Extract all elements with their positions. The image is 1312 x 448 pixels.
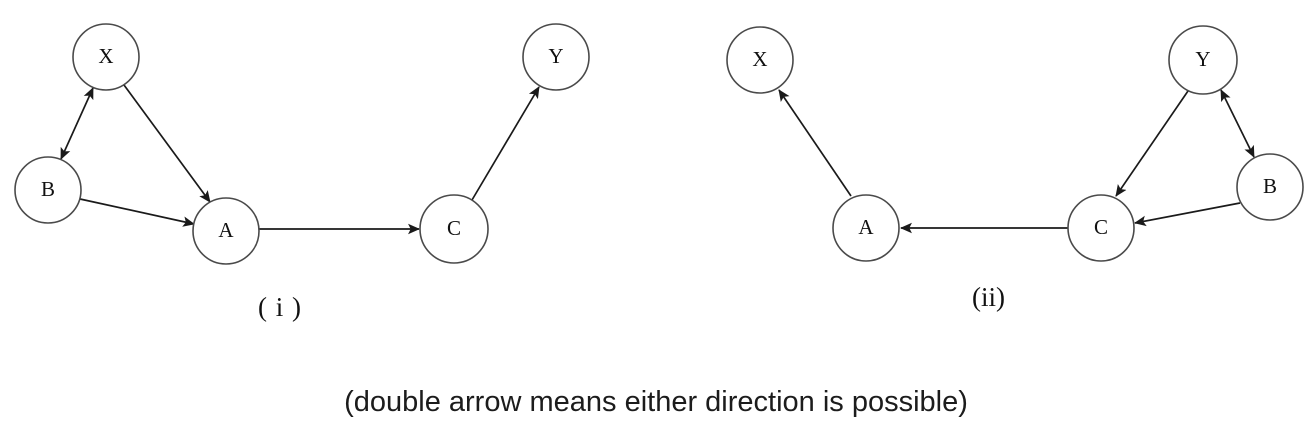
- node-label-i-X: X: [98, 44, 113, 68]
- node-label-i-A: A: [218, 218, 234, 242]
- node-circle-i-A: [192, 197, 260, 265]
- edge-diagram-i-X-to-B: [60, 87, 94, 160]
- node-circle-ii-A: [832, 194, 900, 262]
- node-label-ii-C: C: [1094, 215, 1108, 239]
- edges-layer: [60, 84, 1255, 235]
- double-arrow-note: (double arrow means either direction is …: [344, 386, 968, 418]
- edge-diagram-ii-Y-to-B: [1220, 89, 1255, 158]
- node-circle-i-C: [419, 194, 489, 264]
- edge-diagram-i-B-to-A: [79, 198, 195, 227]
- node-circle-i-X: [72, 23, 140, 91]
- nodes-layer: X B A C Y X A C Y B: [14, 23, 1304, 265]
- node-circle-i-Y: [522, 23, 590, 91]
- node-circle-ii-B: [1236, 153, 1304, 221]
- node-label-i-Y: Y: [548, 44, 563, 68]
- edge-diagram-ii-A-to-X: [778, 89, 852, 197]
- node-i-B[interactable]: B: [14, 156, 82, 224]
- edge-diagram-i-C-to-Y: [471, 86, 540, 201]
- node-circle-ii-Y: [1168, 25, 1238, 95]
- node-ii-B[interactable]: B: [1236, 153, 1304, 221]
- figure-caption-i: ( i ): [258, 292, 302, 322]
- node-i-C[interactable]: C: [419, 194, 489, 264]
- node-label-i-B: B: [41, 177, 55, 201]
- edge-diagram-i-X-to-A: [123, 84, 211, 203]
- node-label-i-C: C: [447, 216, 461, 240]
- node-ii-A[interactable]: A: [832, 194, 900, 262]
- node-circle-ii-C: [1067, 194, 1135, 262]
- node-label-ii-B: B: [1263, 174, 1277, 198]
- figure-caption-ii: (ii): [972, 282, 1005, 312]
- node-ii-C[interactable]: C: [1067, 194, 1135, 262]
- node-i-A[interactable]: A: [192, 197, 260, 265]
- node-label-ii-A: A: [858, 215, 874, 239]
- node-ii-X[interactable]: X: [726, 26, 794, 94]
- node-circle-ii-X: [726, 26, 794, 94]
- node-label-ii-Y: Y: [1195, 47, 1210, 71]
- node-circle-i-B: [14, 156, 82, 224]
- node-ii-Y[interactable]: Y: [1168, 25, 1238, 95]
- edge-diagram-ii-Y-to-C: [1115, 90, 1189, 197]
- node-i-X[interactable]: X: [72, 23, 140, 91]
- edge-diagram-ii-B-to-C: [1134, 202, 1241, 227]
- node-i-Y[interactable]: Y: [522, 23, 590, 91]
- node-label-ii-X: X: [752, 47, 767, 71]
